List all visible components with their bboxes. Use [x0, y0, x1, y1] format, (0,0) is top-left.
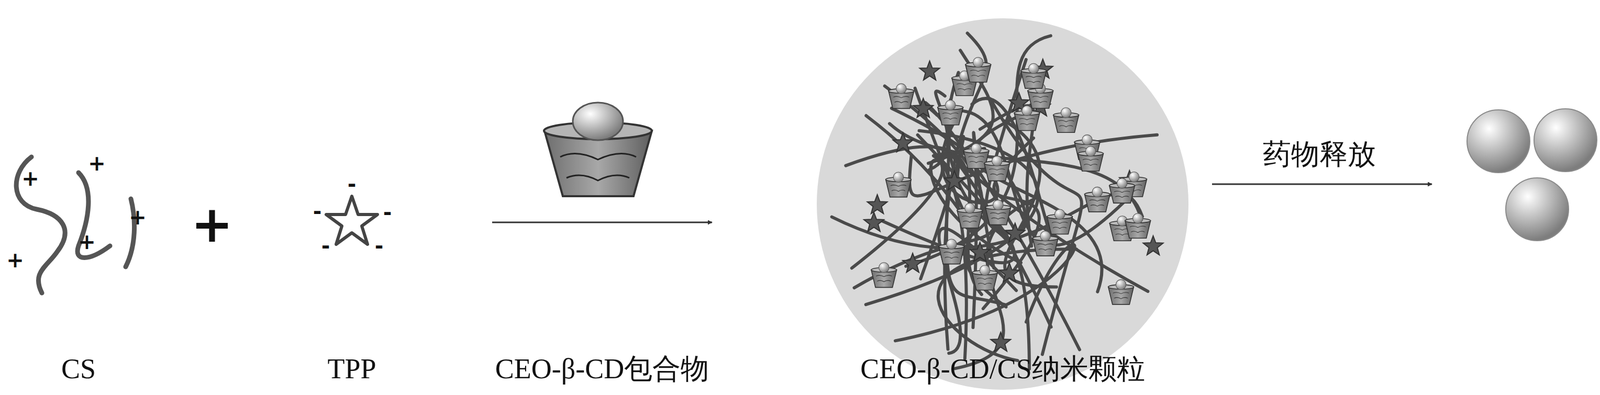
charge-sign: -	[383, 201, 393, 225]
inclusion-complex-cup	[1032, 231, 1059, 257]
tpp-star	[1005, 223, 1026, 243]
charge-sign: -	[321, 234, 331, 258]
tpp-star	[944, 171, 965, 191]
tpp-star	[902, 253, 923, 273]
inclusion-complex-cup	[888, 83, 915, 109]
inclusion-complex-cup	[1053, 107, 1080, 133]
charge-sign: +	[87, 151, 106, 175]
tpp-star	[893, 132, 914, 152]
tpp-star	[867, 194, 888, 214]
inclusion-complex-cup	[965, 57, 992, 83]
charge-sign: +	[78, 230, 96, 254]
polymer-strand	[865, 88, 973, 231]
polymer-strand	[889, 123, 1143, 227]
tpp-star	[970, 242, 991, 262]
arrow-label: 药物释放	[1262, 139, 1376, 171]
inclusion-complex-cup	[938, 239, 965, 265]
polymer-strand	[990, 98, 1082, 355]
inclusion-complex-cup	[1047, 209, 1073, 235]
inclusion-complex-cup	[1109, 178, 1136, 204]
polymer-strand	[865, 130, 1039, 305]
inclusion-complex-cup	[1014, 105, 1040, 131]
inclusion-complex-cup	[885, 172, 912, 198]
inclusion-complex-cup	[972, 265, 998, 291]
inclusion-complex-cup	[1084, 186, 1111, 213]
tpp-star	[919, 61, 940, 81]
charge-sign: -	[347, 172, 357, 196]
tpp-star	[999, 263, 1020, 283]
charge-sign: +	[128, 205, 147, 229]
tpp-star	[990, 332, 1011, 352]
inclusion-complex-cup	[871, 262, 897, 288]
inclusion-complex-cup	[543, 102, 652, 197]
plus-sign: +	[191, 197, 233, 253]
tpp-star	[913, 98, 933, 118]
polymer-strand	[985, 59, 1030, 370]
polymer-network	[831, 32, 1164, 370]
nanoparticle-ground	[816, 18, 1189, 391]
inclusion-complex-cup	[957, 203, 983, 229]
tpp-star	[1143, 236, 1164, 255]
reaction-arrow	[492, 221, 713, 224]
component-label: CEO-β-CD/CS纳米颗粒	[860, 353, 1146, 385]
component-label: TPP	[327, 353, 376, 385]
charge-sign: +	[6, 248, 25, 272]
component-label: CEO-β-CD包合物	[495, 353, 709, 385]
tpp-star	[863, 212, 884, 232]
inclusion-complex-cup	[937, 100, 964, 126]
release-arrow	[1212, 183, 1432, 186]
released-drug-spheres	[1467, 108, 1597, 241]
inclusion-complex-cup	[1020, 63, 1047, 89]
inclusion-complex-cup	[1125, 213, 1151, 239]
charge-sign: +	[21, 167, 40, 191]
polymer-strand	[930, 160, 1021, 359]
component-label: CS	[61, 353, 96, 385]
charge-sign: -	[313, 200, 322, 224]
charge-sign: -	[374, 234, 384, 258]
polymer-strand	[905, 35, 1051, 267]
inclusion-complex-cup	[985, 200, 1011, 226]
inclusion-complex-cup	[1078, 146, 1104, 172]
inclusion-complex-cup	[1108, 279, 1135, 305]
tpp-star	[326, 196, 378, 245]
chitosan-chain	[16, 157, 135, 294]
polymer-strand	[884, 85, 1007, 307]
inclusion-complex-cup	[984, 156, 1010, 182]
